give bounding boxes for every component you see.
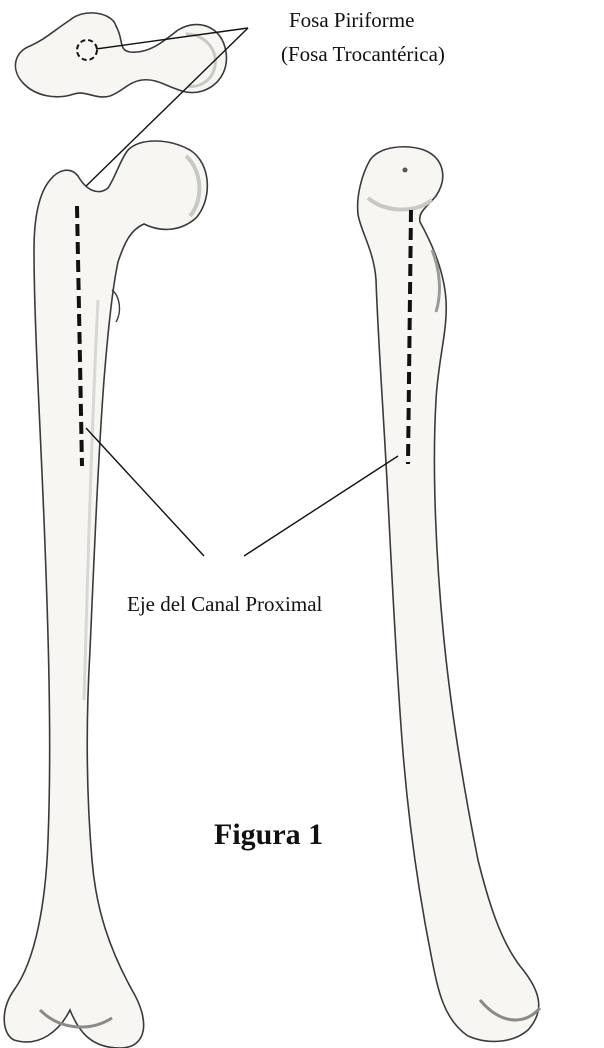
femur-top-view bbox=[15, 13, 226, 97]
femur-lateral-outline bbox=[358, 147, 539, 1042]
canal-axis-label: Eje del Canal Proximal bbox=[127, 592, 322, 617]
femur-top-view-outline bbox=[15, 13, 226, 97]
piriform-fossa-label: Fosa Piriforme bbox=[289, 8, 414, 33]
figure-caption: Figura 1 bbox=[214, 818, 323, 852]
leader-line-axis-lateral bbox=[244, 456, 398, 556]
femur-lateral-view bbox=[358, 147, 540, 1042]
femur-lateral-fovea bbox=[403, 168, 408, 173]
leader-line-axis-anterior bbox=[86, 428, 204, 556]
trochanteric-fossa-label: (Fosa Trocantérica) bbox=[281, 42, 445, 67]
